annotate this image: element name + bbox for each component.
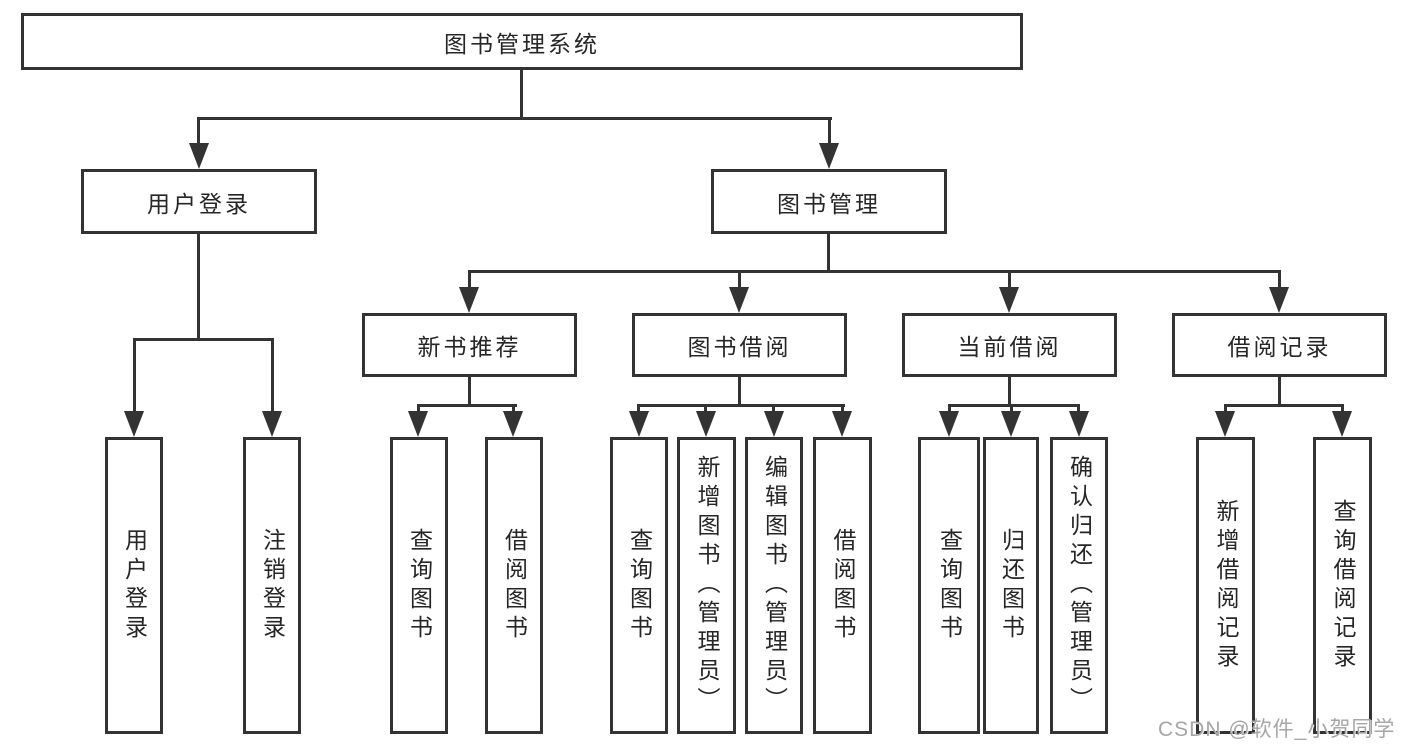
arrowhead-bb-borrow	[832, 411, 852, 437]
edge-borrow-records-down	[1278, 377, 1281, 407]
leaf-label: 归还图书	[998, 527, 1025, 644]
edge-new-book-hbar	[417, 404, 517, 407]
edge-book-management-hbar	[468, 270, 1281, 273]
leaf-label: 借阅图书	[830, 527, 856, 644]
edge-user-login-stem	[197, 120, 200, 145]
node-label: 图书管理系统	[444, 30, 600, 57]
edge-book-borrow-stem	[738, 273, 741, 289]
arrowhead-book-borrow	[729, 287, 749, 313]
leaf-label: 查询图书	[936, 527, 963, 644]
edge-book-management-down	[827, 234, 830, 273]
leaf-label: 编辑图书（管理员）	[761, 455, 788, 716]
arrowhead-br-query	[1332, 411, 1352, 437]
leaf-label: 注销登录	[259, 527, 286, 644]
leaf-nb-borrow-books: 借阅图书	[485, 437, 543, 734]
leaf-label: 借阅图书	[501, 527, 528, 644]
leaf-logout-login: 注销登录	[243, 437, 301, 734]
edge-borrow-records-stem	[1278, 273, 1281, 289]
arrowhead-book-management	[819, 143, 839, 169]
node-label: 用户登录	[147, 190, 251, 217]
leaf-label: 查询图书	[626, 527, 653, 644]
node-library-management-system: 图书管理系统	[21, 13, 1023, 70]
leaf-cb-confirm-return-admin: 确认归还（管理员）	[1050, 437, 1108, 734]
edge-root-hbar	[197, 117, 832, 120]
leaf-user-login: 用户登录	[105, 437, 163, 734]
leaf-label: 查询借阅记录	[1330, 498, 1356, 673]
arrowhead-nb-borrow	[503, 411, 523, 437]
arrowhead-user-login	[189, 143, 209, 169]
edge-root-stem	[520, 69, 523, 120]
arrowhead-new-book	[459, 287, 479, 313]
arrowhead-bb-add	[696, 411, 716, 437]
node-user-login: 用户登录	[81, 169, 317, 234]
edge-new-book-stem	[468, 273, 471, 289]
edge-new-book-down	[468, 377, 471, 407]
node-label: 当前借阅	[957, 334, 1062, 360]
node-current-borrow: 当前借阅	[902, 313, 1117, 377]
edge-current-borrow-hbar	[948, 404, 1080, 407]
leaf-label: 新增图书（管理员）	[694, 455, 720, 716]
leaf-br-add-record: 新增借阅记录	[1196, 437, 1255, 734]
leaf-bb-borrow-books: 借阅图书	[813, 437, 872, 734]
node-book-borrow: 图书借阅	[632, 313, 847, 377]
node-borrow-records: 借阅记录	[1172, 313, 1387, 377]
edge-leaf-user-login-stem	[133, 341, 136, 412]
leaf-bb-query-books: 查询图书	[610, 437, 668, 734]
edge-current-borrow-down	[1008, 377, 1011, 407]
arrowhead-bb-edit	[764, 411, 784, 437]
leaf-label: 新增借阅记录	[1213, 498, 1239, 673]
leaf-label: 用户登录	[121, 527, 148, 644]
edge-user-login-down	[197, 233, 200, 338]
leaf-bb-edit-books-admin: 编辑图书（管理员）	[745, 437, 803, 734]
leaf-label: 查询图书	[406, 527, 433, 644]
edge-user-login-hbar	[133, 338, 274, 341]
leaf-br-query-record: 查询借阅记录	[1313, 437, 1372, 734]
arrowhead-bb-query	[629, 411, 649, 437]
leaf-cb-return-books: 归还图书	[983, 437, 1039, 734]
arrowhead-cb-confirm	[1069, 411, 1089, 437]
arrowhead-leaf-logout	[262, 411, 282, 437]
node-new-book-recommend: 新书推荐	[362, 313, 577, 377]
node-label: 图书借阅	[687, 334, 792, 360]
node-label: 图书管理	[777, 190, 881, 217]
edge-leaf-logout-stem	[271, 341, 274, 412]
node-label: 借阅记录	[1227, 334, 1332, 360]
edge-book-management-stem	[828, 120, 831, 145]
edge-book-borrow-down	[738, 377, 741, 407]
edge-book-borrow-hbar	[637, 404, 845, 407]
edge-current-borrow-stem	[1008, 273, 1011, 289]
edge-borrow-records-hbar	[1224, 404, 1344, 407]
arrowhead-cb-return	[1001, 411, 1021, 437]
leaf-bb-add-books-admin: 新增图书（管理员）	[677, 437, 736, 734]
arrowhead-borrow-records	[1269, 287, 1289, 313]
leaf-cb-query-books: 查询图书	[918, 437, 980, 734]
arrowhead-leaf-user-login	[124, 411, 144, 437]
csdn-watermark: CSDN @软件_小贺同学	[1158, 718, 1396, 741]
arrowhead-current-borrow	[999, 287, 1019, 313]
leaf-nb-query-books: 查询图书	[390, 437, 448, 734]
arrowhead-cb-query	[939, 411, 959, 437]
leaf-label: 确认归还（管理员）	[1066, 455, 1093, 716]
arrowhead-nb-query	[408, 411, 428, 437]
arrowhead-br-add	[1215, 411, 1235, 437]
node-book-management: 图书管理	[711, 169, 947, 234]
node-label: 新书推荐	[417, 334, 522, 360]
